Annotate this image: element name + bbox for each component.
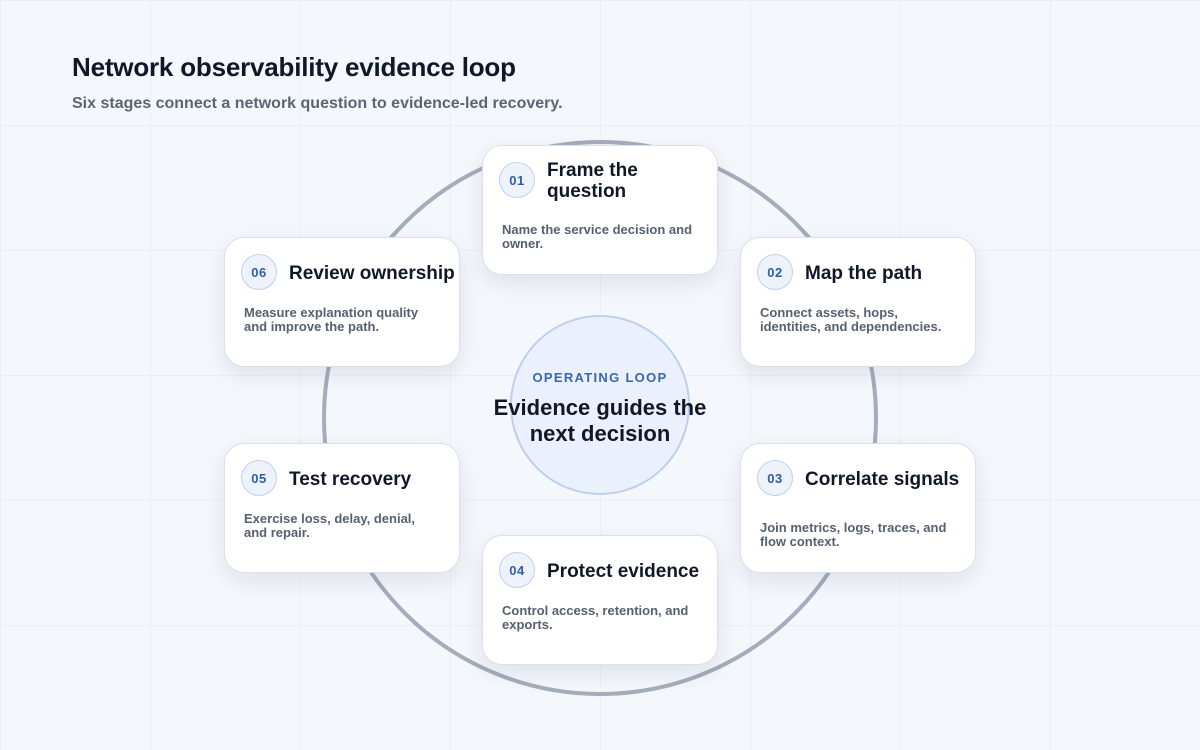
page-title: Network observability evidence loop [72,52,516,82]
page-subtitle: Six stages connect a network question to… [72,95,563,112]
stage-description: Name the service decision and owner. [502,222,693,251]
stage-number-badge: 04 [499,552,535,588]
hub-eyebrow: OPERATING LOOP [532,369,668,385]
stage-card-test-recovery[interactable]: 05 Test recovery Exercise loss, delay, d… [224,443,460,573]
stage-card-review-ownership[interactable]: 06 Review ownership Measure explanation … [224,237,460,367]
stage-number-badge: 02 [757,254,793,290]
stage-number-badge: 05 [241,460,277,496]
stage-number-badge: 06 [241,254,277,290]
stage-title: Map the path [805,262,923,284]
stage-title: Test recovery [289,468,412,490]
stage-description: Control access, retention, and exports. [502,603,689,632]
stage-number-badge: 01 [499,162,535,198]
stage-card-frame-question[interactable]: 01 Frame the question Name the service d… [482,145,718,275]
stage-description: Connect assets, hops, identities, and de… [760,305,942,334]
center-hub: OPERATING LOOP Evidence guides the next … [494,315,706,495]
stage-description: Exercise loss, delay, denial, and repair… [244,511,416,540]
loop-ring-path [322,140,878,696]
stage-description: Measure explanation quality and improve … [244,305,419,334]
stage-card-correlate-signals[interactable]: 03 Correlate signals Join metrics, logs,… [740,443,976,573]
stage-title: Correlate signals [805,468,960,490]
stage-card-protect-evidence[interactable]: 04 Protect evidence Control access, rete… [482,535,718,665]
stage-title: Protect evidence [547,560,700,582]
stage-description: Join metrics, logs, traces, and flow con… [760,520,947,549]
hub-title: Evidence guides the next decision [493,394,707,446]
stage-card-map-path[interactable]: 02 Map the path Connect assets, hops, id… [740,237,976,367]
stage-number-badge: 03 [757,460,793,496]
stage-title: Frame the question [547,160,638,202]
stage-title: Review ownership [289,262,455,284]
